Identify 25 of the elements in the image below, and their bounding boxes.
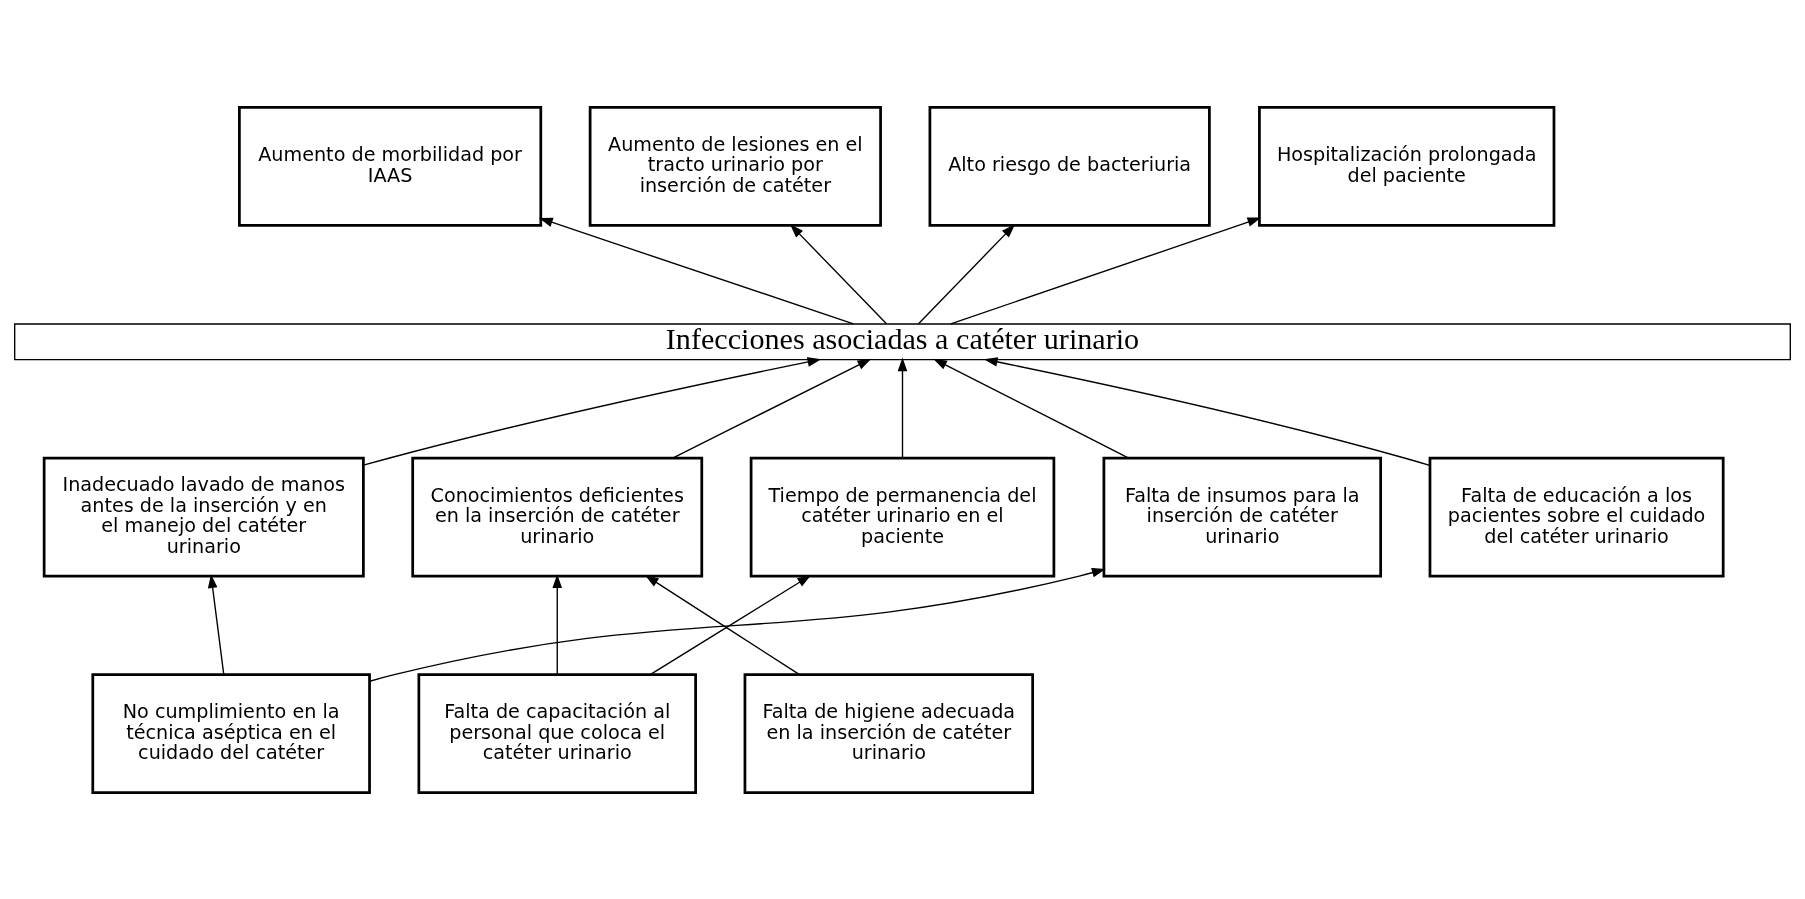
arrow [552, 573, 563, 675]
node-box: Aumento de morbilidad por IAAS [238, 105, 543, 227]
arrow [207, 573, 225, 675]
node-box: Tiempo de permanencia del catéter urinario en el paciente [749, 456, 1056, 577]
arrow [950, 216, 1262, 325]
node-box: Falta de capacitación al personal que coloca el catéter urinario [417, 672, 697, 794]
node-box: Aumento de lesiones en el tracto urinario por inserción de catéter [588, 105, 882, 227]
arrow [917, 223, 1015, 325]
arrow [933, 358, 1130, 459]
node-box: Alto riesgo de bacteriuria [928, 105, 1211, 227]
node-box: Hospitalización prolongada del paciente [1258, 105, 1556, 227]
arrow [897, 357, 908, 458]
arrow [672, 358, 872, 459]
node-box: Falta de higiene adecuada en la inserción de catéter urinario [743, 672, 1035, 794]
arrow [790, 223, 888, 325]
arrow [369, 567, 1106, 682]
node-box: Inadecuado lavado de manos antes de la inserción y en el manejo del catéter urinario [42, 456, 365, 577]
node-box: Falta de educación a los pacientes sobre el cuidado del catéter urinario [1428, 456, 1725, 577]
arrow [539, 217, 855, 325]
node-box: No cumplimiento en la técnica aséptica en el cuidado del catéter [91, 672, 371, 794]
node-box: Conocimientos deficientes en la inserción de catéter urinario [411, 456, 704, 577]
node-box: Infecciones asociadas a catéter urinario [14, 322, 1791, 360]
arrow [362, 356, 822, 466]
node-box: Falta de insumos para la inserción de catéter urinario [1102, 456, 1383, 577]
arrow [983, 356, 1431, 466]
